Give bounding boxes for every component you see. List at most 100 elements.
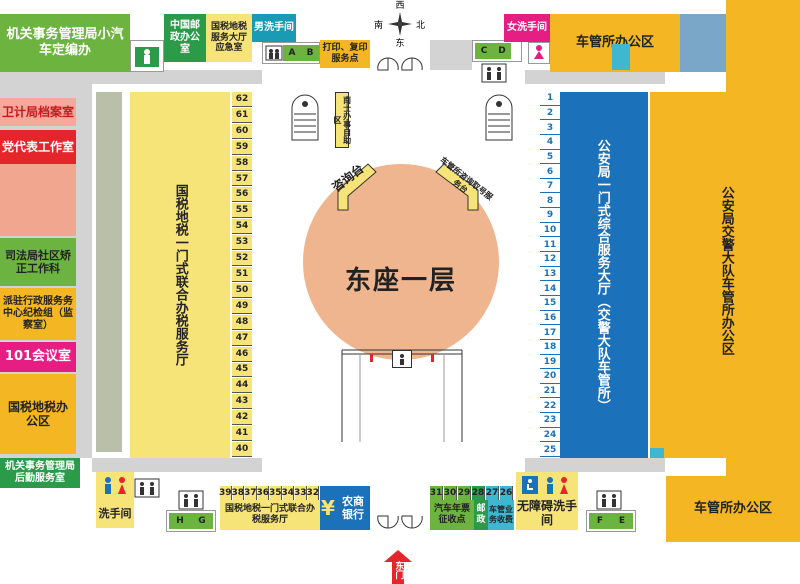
elevator-b: B (301, 45, 319, 61)
counter-61: 61 (232, 107, 252, 123)
stairs-right (484, 94, 514, 142)
women-washroom: 女洗手间 (504, 14, 550, 42)
north-wall-right (525, 70, 665, 84)
counter-33: 33 (293, 486, 307, 500)
counter-10: 10 (540, 223, 560, 238)
counter-48: 48 (232, 314, 252, 330)
tax-office: 国税地税办公区 (0, 374, 76, 454)
counter-18: 18 (540, 340, 560, 355)
blue-block-top (680, 14, 726, 72)
accessible-icon (522, 476, 568, 494)
elevator-e: E (611, 513, 633, 529)
inquiry-desk (332, 160, 380, 214)
south-wall-right (525, 458, 665, 472)
counter-25: 25 (540, 443, 560, 457)
counter-47: 47 (232, 330, 252, 346)
counter-57: 57 (232, 171, 252, 187)
counter-28: 28 (471, 486, 485, 500)
counter-34: 34 (281, 486, 295, 500)
counter-53: 53 (232, 235, 252, 251)
person-icon (135, 47, 159, 67)
counter-42: 42 (232, 410, 252, 426)
discipline-office: 派驻行政服务务中心纪检组（监察室） (0, 288, 76, 340)
counter-43: 43 (232, 394, 252, 410)
tax-service-hall (130, 92, 230, 458)
self-service-area: 南士办事自助区 (333, 92, 352, 148)
center-title: 东座一层 (344, 266, 457, 297)
counter-15: 15 (540, 296, 560, 311)
elevator-bank-ab: A B (262, 42, 320, 64)
men-washroom: 男洗手间 (252, 14, 296, 42)
compass: 西 南 北 东 (374, 0, 425, 49)
elevator-a: A (283, 45, 301, 61)
counter-2: 2 (540, 106, 560, 121)
counter-62: 62 (232, 92, 252, 107)
counter-31: 31 (429, 486, 443, 500)
escalator-icon (392, 350, 412, 368)
partition-column (96, 92, 122, 452)
bank: 农商银行 (336, 486, 370, 530)
meeting-room-101: 101会议室 (0, 342, 76, 372)
car-fee-point: 汽车年票征收点 (430, 500, 474, 530)
tax-emergency-room: 国税地税服务大厅应急室 (206, 14, 252, 62)
counter-58: 58 (232, 155, 252, 171)
vehicle-quota-office: 机关事务管理局小汽车定编办 (0, 14, 130, 72)
counter-60: 60 (232, 123, 252, 139)
police-service-hall (560, 92, 648, 458)
east-gate-arrow (384, 550, 412, 584)
stairs-icon (291, 94, 319, 141)
elevator-h: H (169, 513, 191, 529)
party-rep-office: 党代表工作室 (0, 130, 76, 164)
counter-16: 16 (540, 311, 560, 326)
counter-32: 32 (306, 486, 320, 500)
counter-23: 23 (540, 414, 560, 428)
print-copy-point: 打印、复印服务点 (320, 40, 370, 68)
counter-1: 1 (540, 92, 560, 106)
counter-35: 35 (268, 486, 282, 500)
counter-29: 29 (457, 486, 471, 500)
counter-9: 9 (540, 209, 560, 223)
counter-11: 11 (540, 238, 560, 253)
compass-rose-icon (388, 12, 412, 36)
elevator-bank-ef: F E (586, 510, 636, 532)
counter-13: 13 (540, 267, 560, 282)
escalator-cd-icon (480, 62, 508, 84)
health-archive: 卫计局档案室 (0, 98, 76, 126)
arrow-up-icon (384, 550, 412, 584)
counter-49: 49 (232, 298, 252, 314)
counter-54: 54 (232, 219, 252, 235)
counter-56: 56 (232, 187, 252, 203)
stairs-left (290, 94, 320, 142)
escalator-icon (265, 45, 283, 61)
cyan-block-right (650, 448, 664, 458)
elevator-f: F (589, 513, 611, 529)
counter-45: 45 (232, 362, 252, 378)
accessible-washroom: 无障碍洗手间 (516, 472, 578, 530)
counter-7: 7 (540, 179, 560, 194)
counter-8: 8 (540, 194, 560, 209)
counter-26: 26 (499, 486, 513, 500)
east-gate-label[interactable]: 东门 (393, 561, 404, 579)
compass-north: 北 (416, 21, 426, 31)
elevator-c: C (475, 43, 493, 59)
counter-55: 55 (232, 203, 252, 219)
counter-40: 40 (232, 442, 252, 457)
elevator-bank-cd: C D (472, 40, 522, 62)
counter-27: 27 (485, 486, 499, 500)
cyan-block-top (612, 44, 630, 70)
counter-22: 22 (540, 399, 560, 414)
tax-hall-label: 国税地税一门式联合办税服务厅 (172, 184, 188, 366)
counter-19: 19 (540, 355, 560, 370)
counter-52: 52 (232, 251, 252, 267)
traffic-office (650, 92, 800, 458)
logistics-office: 机关事务管理局后勤服务室 (0, 458, 80, 488)
traffic-office-label: 公安局交警大队车管所办公区 (718, 185, 734, 355)
elevator-d: D (493, 43, 511, 59)
counter-38: 38 (231, 486, 245, 500)
washroom-icons (96, 472, 134, 500)
counter-44: 44 (232, 378, 252, 394)
counter-14: 14 (540, 282, 560, 296)
center-lobby (303, 164, 499, 360)
